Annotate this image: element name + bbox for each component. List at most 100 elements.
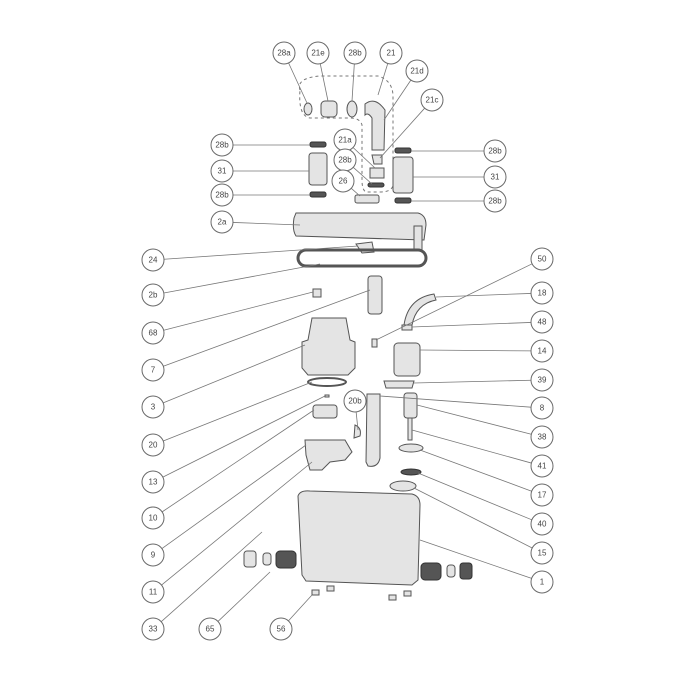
callout-circle bbox=[530, 483, 554, 507]
leader-line-20 bbox=[163, 381, 313, 442]
callout-label: 2b bbox=[149, 291, 158, 300]
rod-41 bbox=[407, 417, 413, 441]
callout-circle bbox=[530, 396, 554, 420]
callout-3: 3 bbox=[141, 395, 165, 419]
callout-label: 28b bbox=[338, 156, 352, 165]
callout-28b: 28b bbox=[343, 41, 367, 65]
pressure-switch-14 bbox=[393, 342, 421, 377]
callout-56: 56 bbox=[269, 617, 293, 641]
leader-line-17 bbox=[419, 449, 532, 492]
callout-label: 20b bbox=[348, 397, 362, 406]
lid-leg bbox=[413, 225, 423, 251]
leader-line-24 bbox=[163, 245, 359, 260]
pipe-18 bbox=[403, 293, 437, 326]
callout-circle bbox=[210, 133, 234, 157]
callout-label: 68 bbox=[149, 329, 158, 338]
callout-label: 39 bbox=[538, 376, 547, 385]
callout-circle bbox=[141, 506, 165, 530]
callout-circle bbox=[210, 183, 234, 207]
leader-line-11 bbox=[161, 461, 313, 586]
base-39 bbox=[383, 380, 415, 389]
callout-circle bbox=[331, 169, 355, 193]
callout-label: 21a bbox=[338, 136, 352, 145]
callout-label: 28a bbox=[277, 49, 291, 58]
callout-circle bbox=[530, 570, 554, 594]
leader-line-8 bbox=[379, 395, 532, 408]
callout-label: 28b bbox=[488, 147, 502, 156]
callout-9: 9 bbox=[141, 543, 165, 567]
leader-line-21a bbox=[352, 147, 376, 169]
callout-21c: 21c bbox=[420, 88, 444, 112]
callout-circle bbox=[272, 41, 296, 65]
callout-label: 3 bbox=[151, 403, 156, 412]
leader-line-33 bbox=[160, 531, 263, 622]
callout-label: 17 bbox=[538, 491, 547, 500]
leader-line-65 bbox=[217, 571, 271, 622]
callout-48: 48 bbox=[530, 310, 554, 334]
callout-17: 17 bbox=[530, 483, 554, 507]
callout-label: 33 bbox=[149, 625, 158, 634]
callout-label: 26 bbox=[339, 177, 348, 186]
o-ring-20 bbox=[307, 377, 347, 387]
leader-line-20b bbox=[355, 411, 359, 431]
callout-11: 11 bbox=[141, 580, 165, 604]
part-13 bbox=[324, 394, 330, 398]
callout-26: 26 bbox=[331, 169, 355, 193]
feet-56 bbox=[311, 585, 412, 601]
callout-label: 50 bbox=[538, 255, 547, 264]
callout-label: 41 bbox=[538, 462, 547, 471]
callout-circle bbox=[141, 580, 165, 604]
ring-48 bbox=[401, 324, 413, 331]
motor-3 bbox=[301, 317, 356, 376]
pipe-31-right bbox=[392, 156, 414, 194]
callout-circle bbox=[141, 470, 165, 494]
callout-33: 33 bbox=[141, 617, 165, 641]
callout-circle bbox=[141, 543, 165, 567]
callout-label: 28b bbox=[215, 191, 229, 200]
leader-line-13 bbox=[162, 395, 326, 478]
callout-circle bbox=[141, 617, 165, 641]
disc-17 bbox=[398, 443, 424, 453]
callout-circle bbox=[269, 617, 293, 641]
leader-line-2b bbox=[163, 263, 321, 294]
connector-right bbox=[420, 562, 473, 581]
callout-28b: 28b bbox=[333, 148, 357, 172]
callout-circle bbox=[483, 139, 507, 163]
seal-28b-left-top bbox=[309, 141, 327, 148]
callout-21d: 21d bbox=[405, 59, 429, 83]
callout-20b: 20b bbox=[343, 389, 367, 413]
callout-circle bbox=[141, 321, 165, 345]
leader-line-2a bbox=[232, 222, 301, 226]
callout-circle bbox=[141, 433, 165, 457]
callout-label: 56 bbox=[277, 625, 286, 634]
callout-13: 13 bbox=[141, 470, 165, 494]
callout-10: 10 bbox=[141, 506, 165, 530]
leader-line-28a bbox=[288, 62, 308, 104]
callout-label: 10 bbox=[149, 514, 158, 523]
callout-label: 14 bbox=[538, 347, 547, 356]
callout-7: 7 bbox=[141, 358, 165, 382]
leader-line-15 bbox=[413, 487, 533, 549]
lid-2a bbox=[292, 212, 427, 241]
callout-18: 18 bbox=[530, 281, 554, 305]
callout-39: 39 bbox=[530, 368, 554, 392]
callout-circle bbox=[530, 512, 554, 536]
callout-28b: 28b bbox=[210, 133, 234, 157]
callout-circle bbox=[210, 159, 234, 183]
leader-line-26 bbox=[350, 187, 361, 197]
seal-28b-right-top bbox=[394, 147, 412, 154]
callout-circle bbox=[141, 283, 165, 307]
callout-14: 14 bbox=[530, 339, 554, 363]
callout-41: 41 bbox=[530, 454, 554, 478]
leader-line-50 bbox=[375, 263, 533, 341]
callout-28a: 28a bbox=[272, 41, 296, 65]
callout-label: 13 bbox=[149, 478, 158, 487]
callout-label: 24 bbox=[149, 256, 158, 265]
callout-circle bbox=[141, 358, 165, 382]
leader-line-14 bbox=[419, 349, 532, 352]
callout-circle bbox=[141, 395, 165, 419]
callout-28b: 28b bbox=[483, 189, 507, 213]
callout-2a: 2a bbox=[210, 210, 234, 234]
